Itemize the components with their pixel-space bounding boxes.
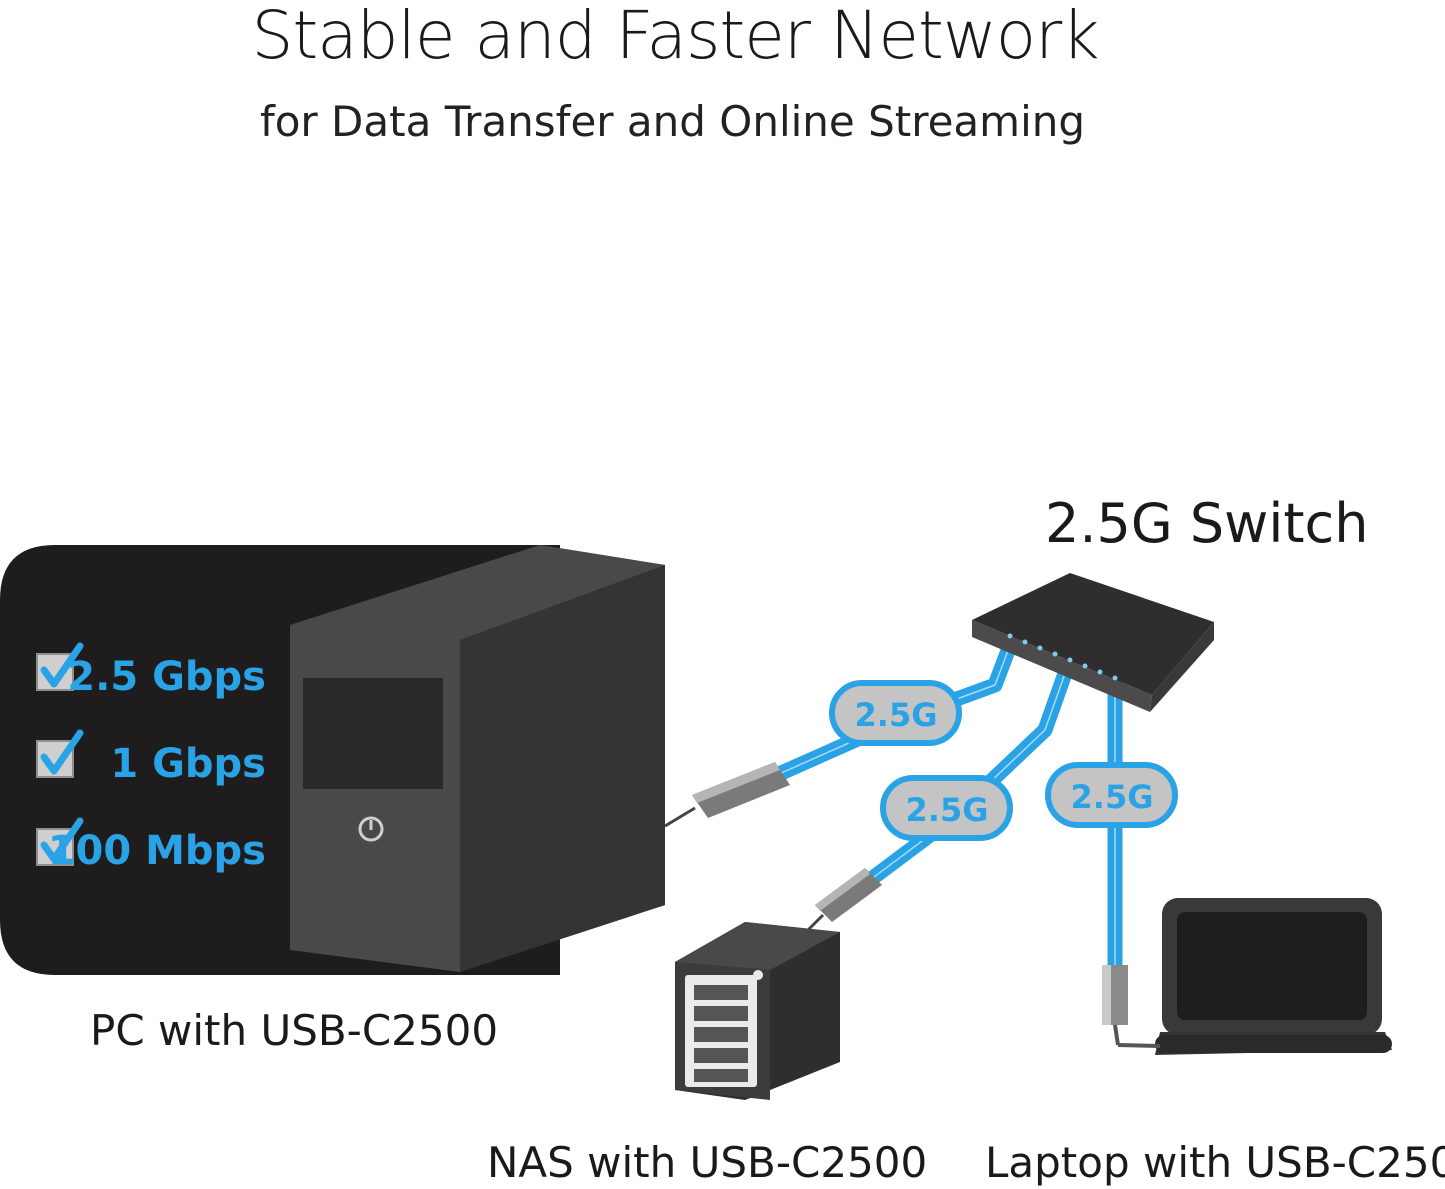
- link-badge-2: 2.5G: [880, 775, 1013, 841]
- speed-label-2: 1 Gbps: [110, 741, 266, 787]
- page-title: Stable and Faster Network: [251, 0, 1099, 74]
- link-badge-1-label: 2.5G: [855, 696, 938, 734]
- pc-label: PC with USB-C2500: [90, 1006, 499, 1055]
- nas-label: NAS with USB-C2500: [487, 1138, 928, 1187]
- link-badge-2-label: 2.5G: [906, 791, 989, 829]
- check-icon: [36, 729, 84, 778]
- speed-label-1: 2.5 Gbps: [67, 654, 266, 700]
- switch-label: 2.5G Switch: [1045, 492, 1369, 555]
- page-subtitle: for Data Transfer and Online Streaming: [259, 97, 1086, 146]
- laptop-icon: [1102, 898, 1392, 1055]
- switch-icon: [972, 573, 1214, 712]
- checkbox-icons: [36, 642, 84, 866]
- laptop-label: Laptop with USB-C2500: [985, 1138, 1445, 1187]
- link-badge-1: 2.5G: [829, 680, 962, 746]
- nas-icon: [675, 922, 840, 1100]
- check-icon: [36, 817, 84, 866]
- pc-tower-icon: [290, 545, 665, 972]
- link-badge-3: 2.5G: [1045, 762, 1178, 828]
- check-icon: [36, 642, 84, 691]
- pc-adapter-icon: [664, 762, 790, 828]
- link-badge-3-label: 2.5G: [1071, 778, 1154, 816]
- speed-label-3: 100 Mbps: [48, 828, 266, 874]
- nas-adapter-icon: [806, 868, 882, 932]
